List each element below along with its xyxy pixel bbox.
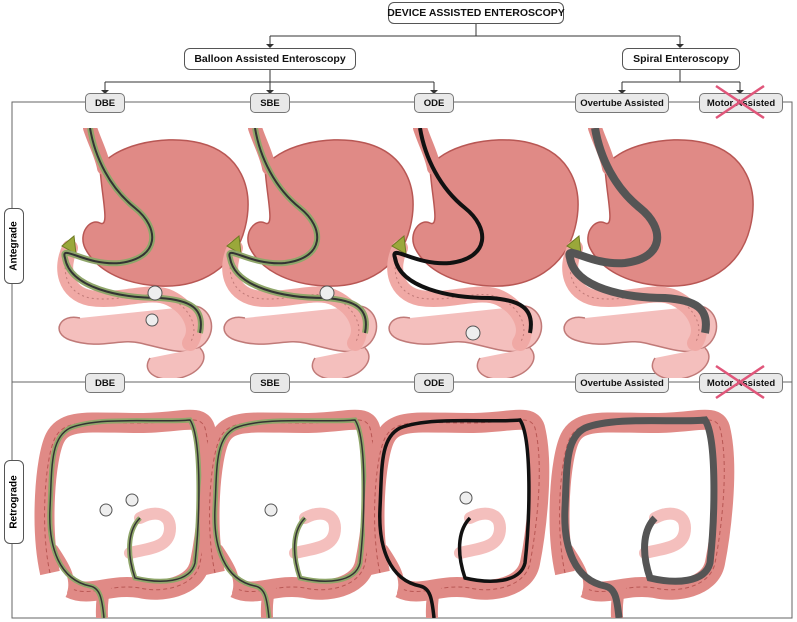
tag-sbe-antegrade: SBE xyxy=(250,93,290,113)
row-label-antegrade: Antegrade xyxy=(4,208,24,284)
tag-ode-retrograde: ODE xyxy=(414,373,454,393)
tag-dbe-retrograde: DBE xyxy=(85,373,125,393)
antegrade-ode-illustration xyxy=(370,128,580,378)
tag-overtube-retrograde: Overtube Assisted xyxy=(575,373,669,393)
cross-mark-icon xyxy=(715,364,765,400)
spiral-enteroscopy-box: Spiral Enteroscopy xyxy=(622,48,740,70)
tag-sbe-retrograde: SBE xyxy=(250,373,290,393)
diagram-title: DEVICE ASSISTED ENTEROSCOPY xyxy=(387,2,565,24)
antegrade-overtube-illustration xyxy=(545,128,755,378)
retrograde-dbe-illustration xyxy=(30,398,220,618)
tag-dbe-antegrade: DBE xyxy=(85,93,125,113)
retrograde-sbe-illustration xyxy=(195,398,385,618)
cross-mark-icon xyxy=(715,84,765,120)
retrograde-ode-illustration xyxy=(360,398,550,618)
tag-overtube-antegrade: Overtube Assisted xyxy=(575,93,669,113)
antegrade-dbe-illustration xyxy=(40,128,250,378)
retrograde-overtube-illustration xyxy=(545,398,735,618)
balloon-enteroscopy-box: Balloon Assisted Enteroscopy xyxy=(184,48,356,70)
tag-ode-antegrade: ODE xyxy=(414,93,454,113)
row-label-retrograde: Retrograde xyxy=(4,460,24,544)
antegrade-sbe-illustration xyxy=(205,128,415,378)
